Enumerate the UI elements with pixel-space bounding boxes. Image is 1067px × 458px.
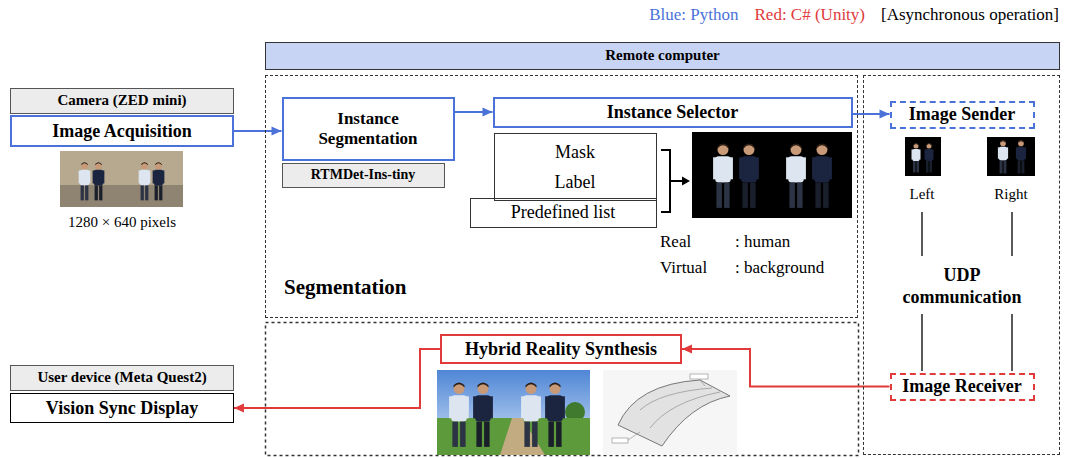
arrow-head (483, 108, 493, 117)
process-box: Image Acquisition (10, 115, 234, 147)
input-box: Predefined list (470, 198, 657, 228)
node-text: Vision Sync Display (43, 398, 201, 419)
flow-arrow (234, 349, 440, 413)
label-text: Left (910, 186, 935, 203)
label-text: Blue: Python (649, 5, 738, 25)
node-text: User device (Meta Quest2) (34, 369, 209, 386)
process-box: Hybrid Reality Synthesis (440, 334, 682, 364)
node-text: UDP communication (892, 264, 1032, 308)
camera-photo (60, 151, 183, 207)
node-text: Predefined list (508, 202, 618, 223)
label-text: Right (994, 186, 1027, 203)
node-text: Image Acquisition (49, 121, 195, 142)
input-box: Mask Label (494, 133, 657, 201)
arrow-head (234, 404, 244, 413)
arrow-head (272, 127, 282, 136)
node-text: Camera (ZED mini) (54, 92, 189, 109)
arrow-head (682, 345, 692, 354)
synthesized-image (437, 370, 590, 455)
process-box: Image Sender (890, 101, 1035, 129)
node-text: Image Sender (906, 104, 1019, 125)
node-text: Mask Label (545, 137, 606, 197)
node-text: Image Receiver (899, 376, 1024, 397)
label-text: Virtual (660, 258, 707, 278)
stereo-thumbnails (905, 137, 1035, 176)
process-box: Instance Selector (493, 97, 853, 128)
bracket-arrow (661, 150, 690, 212)
group-region: Segmentation Instance SegmentationRTMDet-… (265, 75, 858, 318)
device-tag: Camera (ZED mini) (10, 88, 234, 114)
group-region: UDP communication Image SenderImage Recei… (863, 75, 1060, 455)
label-text: [Asynchronous operation] (881, 5, 1059, 25)
display-mesh (603, 370, 737, 455)
node-text: Hybrid Reality Synthesis (462, 339, 660, 360)
segmented-image (692, 132, 852, 218)
label-text: Real (660, 232, 691, 252)
label-text: 1280 × 640 pixels (68, 214, 176, 231)
model-tag: RTMDet-Ins-tiny (282, 163, 445, 188)
legend-row: Blue: Python Red: C# (Unity) [Asynchronous… (649, 5, 1059, 25)
flow-arrow (853, 110, 890, 119)
display-box: Vision Sync Display (10, 393, 234, 423)
label-text: : human (735, 232, 790, 252)
connector-line (682, 349, 890, 387)
node-text: RTMDet-Ins-tiny (308, 167, 419, 183)
flow-arrow (455, 108, 493, 117)
label-text: Red: C# (Unity) (755, 5, 866, 25)
flow-arrow (682, 345, 890, 387)
connector-line (234, 349, 440, 408)
node-text: Remote computer (602, 47, 723, 64)
node-text: Instance Selector (604, 102, 741, 123)
process-box: Image Receiver (890, 373, 1035, 401)
label-text: : background (735, 258, 824, 278)
device-tag: User device (Meta Quest2) (10, 365, 234, 391)
node-text: Instance Segmentation (284, 109, 453, 148)
node-text: Segmentation (284, 276, 484, 298)
synthesis-region (266, 323, 859, 456)
flow-arrow (234, 127, 282, 136)
process-box: Instance Segmentation (282, 97, 455, 161)
band-header: Remote computer (265, 42, 1060, 70)
arrow-head (880, 110, 890, 119)
